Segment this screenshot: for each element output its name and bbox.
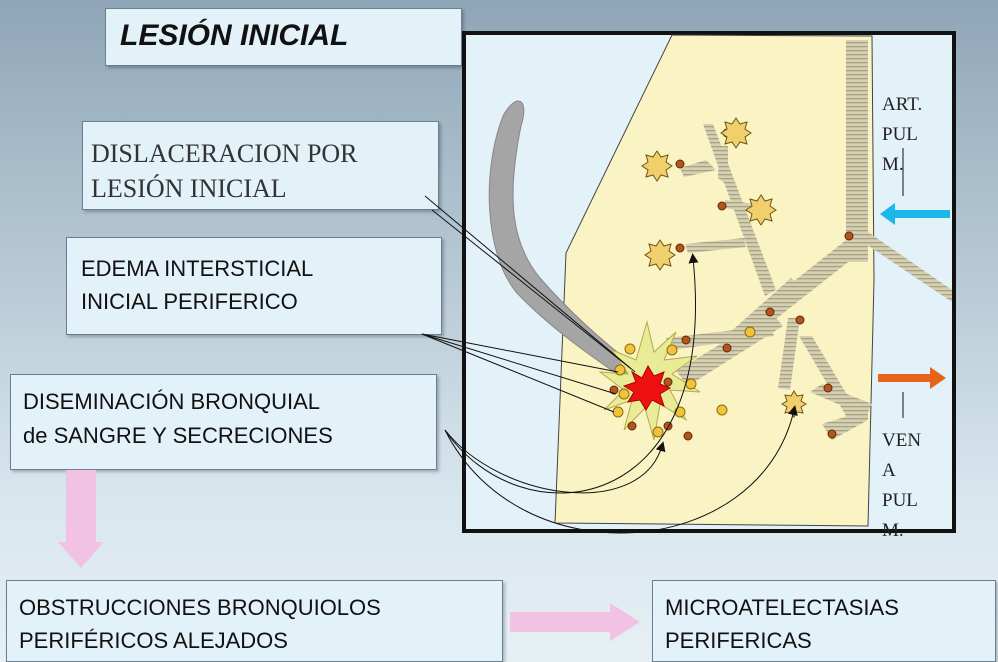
down-arrow bbox=[58, 470, 104, 568]
injury-probe bbox=[488, 100, 641, 385]
edema-line1: EDEMA INTERSTICIAL bbox=[81, 256, 314, 281]
art-line1: ART. bbox=[882, 94, 923, 115]
microatelectasias-line1: MICROATELECTASIAS bbox=[665, 595, 899, 620]
art-line2: PUL bbox=[882, 124, 918, 145]
vena-line3: PUL bbox=[882, 490, 918, 511]
pointer-lines bbox=[421, 148, 904, 534]
vena-line4: M. bbox=[882, 520, 904, 541]
diseminacion-box: DISEMINACIÓN BRONQUIAL de SANGRE Y SECRE… bbox=[10, 374, 437, 470]
vena-line1: VEN bbox=[882, 430, 922, 451]
vena-pul-label: VEN A PUL M. bbox=[882, 426, 921, 546]
microatelectasias-box: MICROATELECTASIAS PERIFERICAS bbox=[652, 580, 996, 662]
artery-arrow bbox=[880, 203, 950, 225]
dislaceracion-line2: LESIÓN INICIAL bbox=[91, 174, 287, 203]
page-title: LESIÓN INICIAL bbox=[120, 19, 349, 52]
microatelectasias-text: MICROATELECTASIAS PERIFERICAS bbox=[665, 591, 899, 657]
lesion-core bbox=[622, 364, 672, 411]
cell-cluster bbox=[612, 326, 756, 438]
dislaceracion-line1: DISLACERACION POR bbox=[91, 139, 358, 168]
art-pul-label: ART. PUL M. bbox=[882, 90, 922, 180]
obstrucciones-line2: PERIFÉRICOS ALEJADOS bbox=[19, 628, 288, 653]
edema-text: EDEMA INTERSTICIAL INICIAL PERIFERICO bbox=[81, 252, 313, 318]
obstrucciones-line1: OBSTRUCCIONES BRONQUIOLOS bbox=[19, 595, 381, 620]
art-line3: M. bbox=[882, 154, 904, 175]
alveolar-stars bbox=[641, 117, 807, 418]
title-box: LESIÓN INICIAL bbox=[105, 8, 462, 66]
vein-arrow bbox=[878, 367, 946, 389]
obstrucciones-box: OBSTRUCCIONES BRONQUIOLOS PERIFÉRICOS AL… bbox=[6, 580, 503, 662]
edema-box: EDEMA INTERSTICIAL INICIAL PERIFERICO bbox=[66, 237, 442, 335]
vena-line2: A bbox=[882, 460, 896, 481]
microatelectasias-line2: PERIFERICAS bbox=[665, 628, 812, 653]
diseminacion-text: DISEMINACIÓN BRONQUIAL de SANGRE Y SECRE… bbox=[23, 385, 333, 453]
obstrucciones-text: OBSTRUCCIONES BRONQUIOLOS PERIFÉRICOS AL… bbox=[19, 591, 381, 657]
diseminacion-line1: DISEMINACIÓN BRONQUIAL bbox=[23, 389, 321, 414]
edema-line2: INICIAL PERIFERICO bbox=[81, 289, 298, 314]
right-arrow bbox=[510, 603, 640, 641]
dislaceracion-box: DISLACERACION POR LESIÓN INICIAL bbox=[82, 121, 439, 210]
diseminacion-line2: de SANGRE Y SECRECIONES bbox=[23, 423, 333, 448]
dislaceracion-text: DISLACERACION POR LESIÓN INICIAL bbox=[91, 136, 358, 206]
